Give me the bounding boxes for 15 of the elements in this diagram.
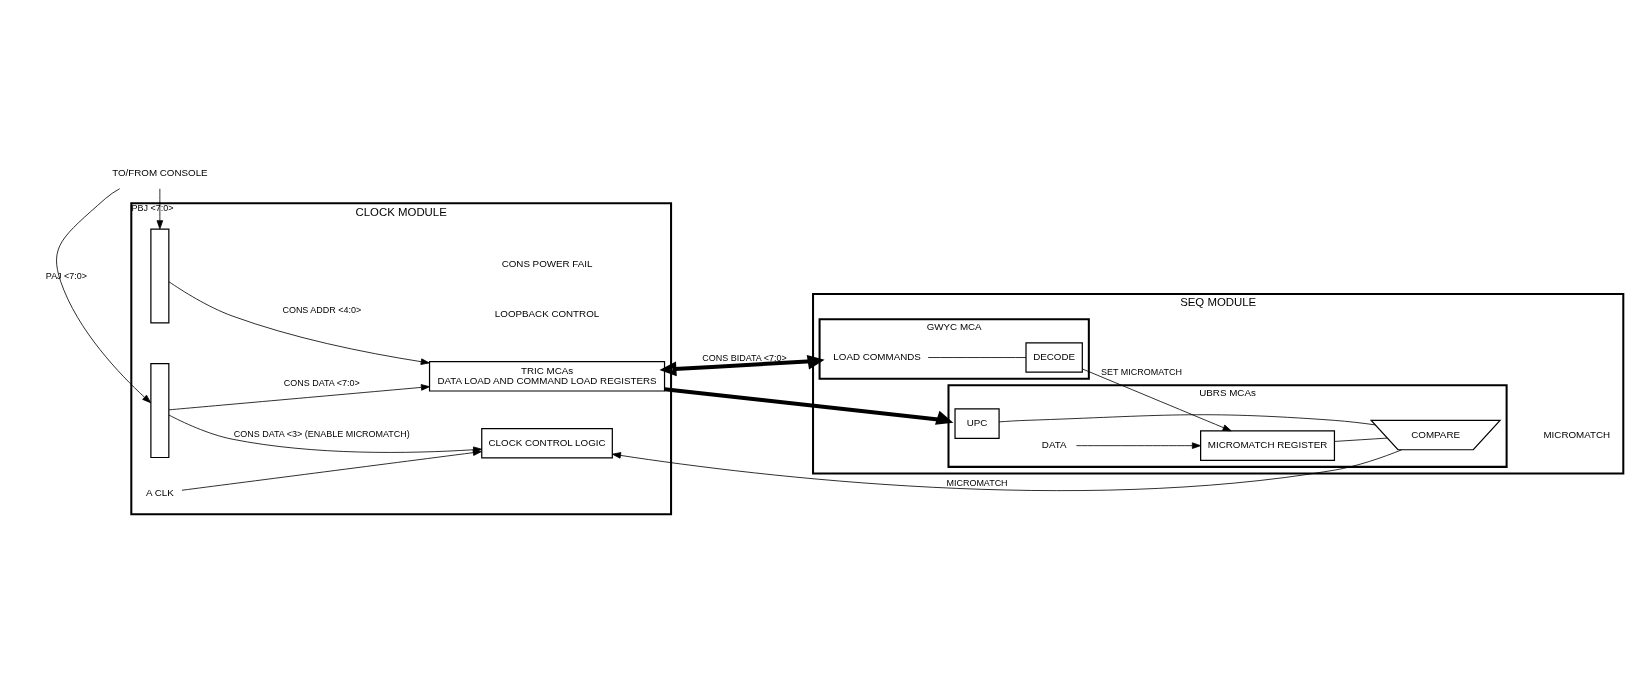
edge-label: SET MICROMATCH bbox=[1101, 366, 1182, 377]
edge-label: MICROMATCH bbox=[946, 477, 1008, 488]
edge-label: CONS DATA <7:0> bbox=[283, 377, 360, 388]
edge-label: CONS DATA <3> (ENABLE MICROMATCH) bbox=[233, 428, 410, 439]
label: MICROMATCH bbox=[1543, 428, 1611, 440]
edge-label: PBJ <7:0> bbox=[131, 203, 174, 214]
edge-label: PAJ <7:0> bbox=[45, 271, 88, 282]
node-text: DATA bbox=[1041, 439, 1067, 451]
node-text: LOAD COMMANDS bbox=[833, 351, 921, 363]
edge-label: CONS ADDR <4:0> bbox=[282, 305, 362, 316]
label: CONS POWER FAIL bbox=[501, 258, 593, 270]
node-text: TO/FROM CONSOLE bbox=[112, 167, 208, 179]
label: LOOPBACK CONTROL bbox=[494, 307, 600, 319]
edge-label: CONS BIDATA <7:0> bbox=[702, 352, 787, 363]
node-text: A CLK bbox=[146, 486, 174, 498]
